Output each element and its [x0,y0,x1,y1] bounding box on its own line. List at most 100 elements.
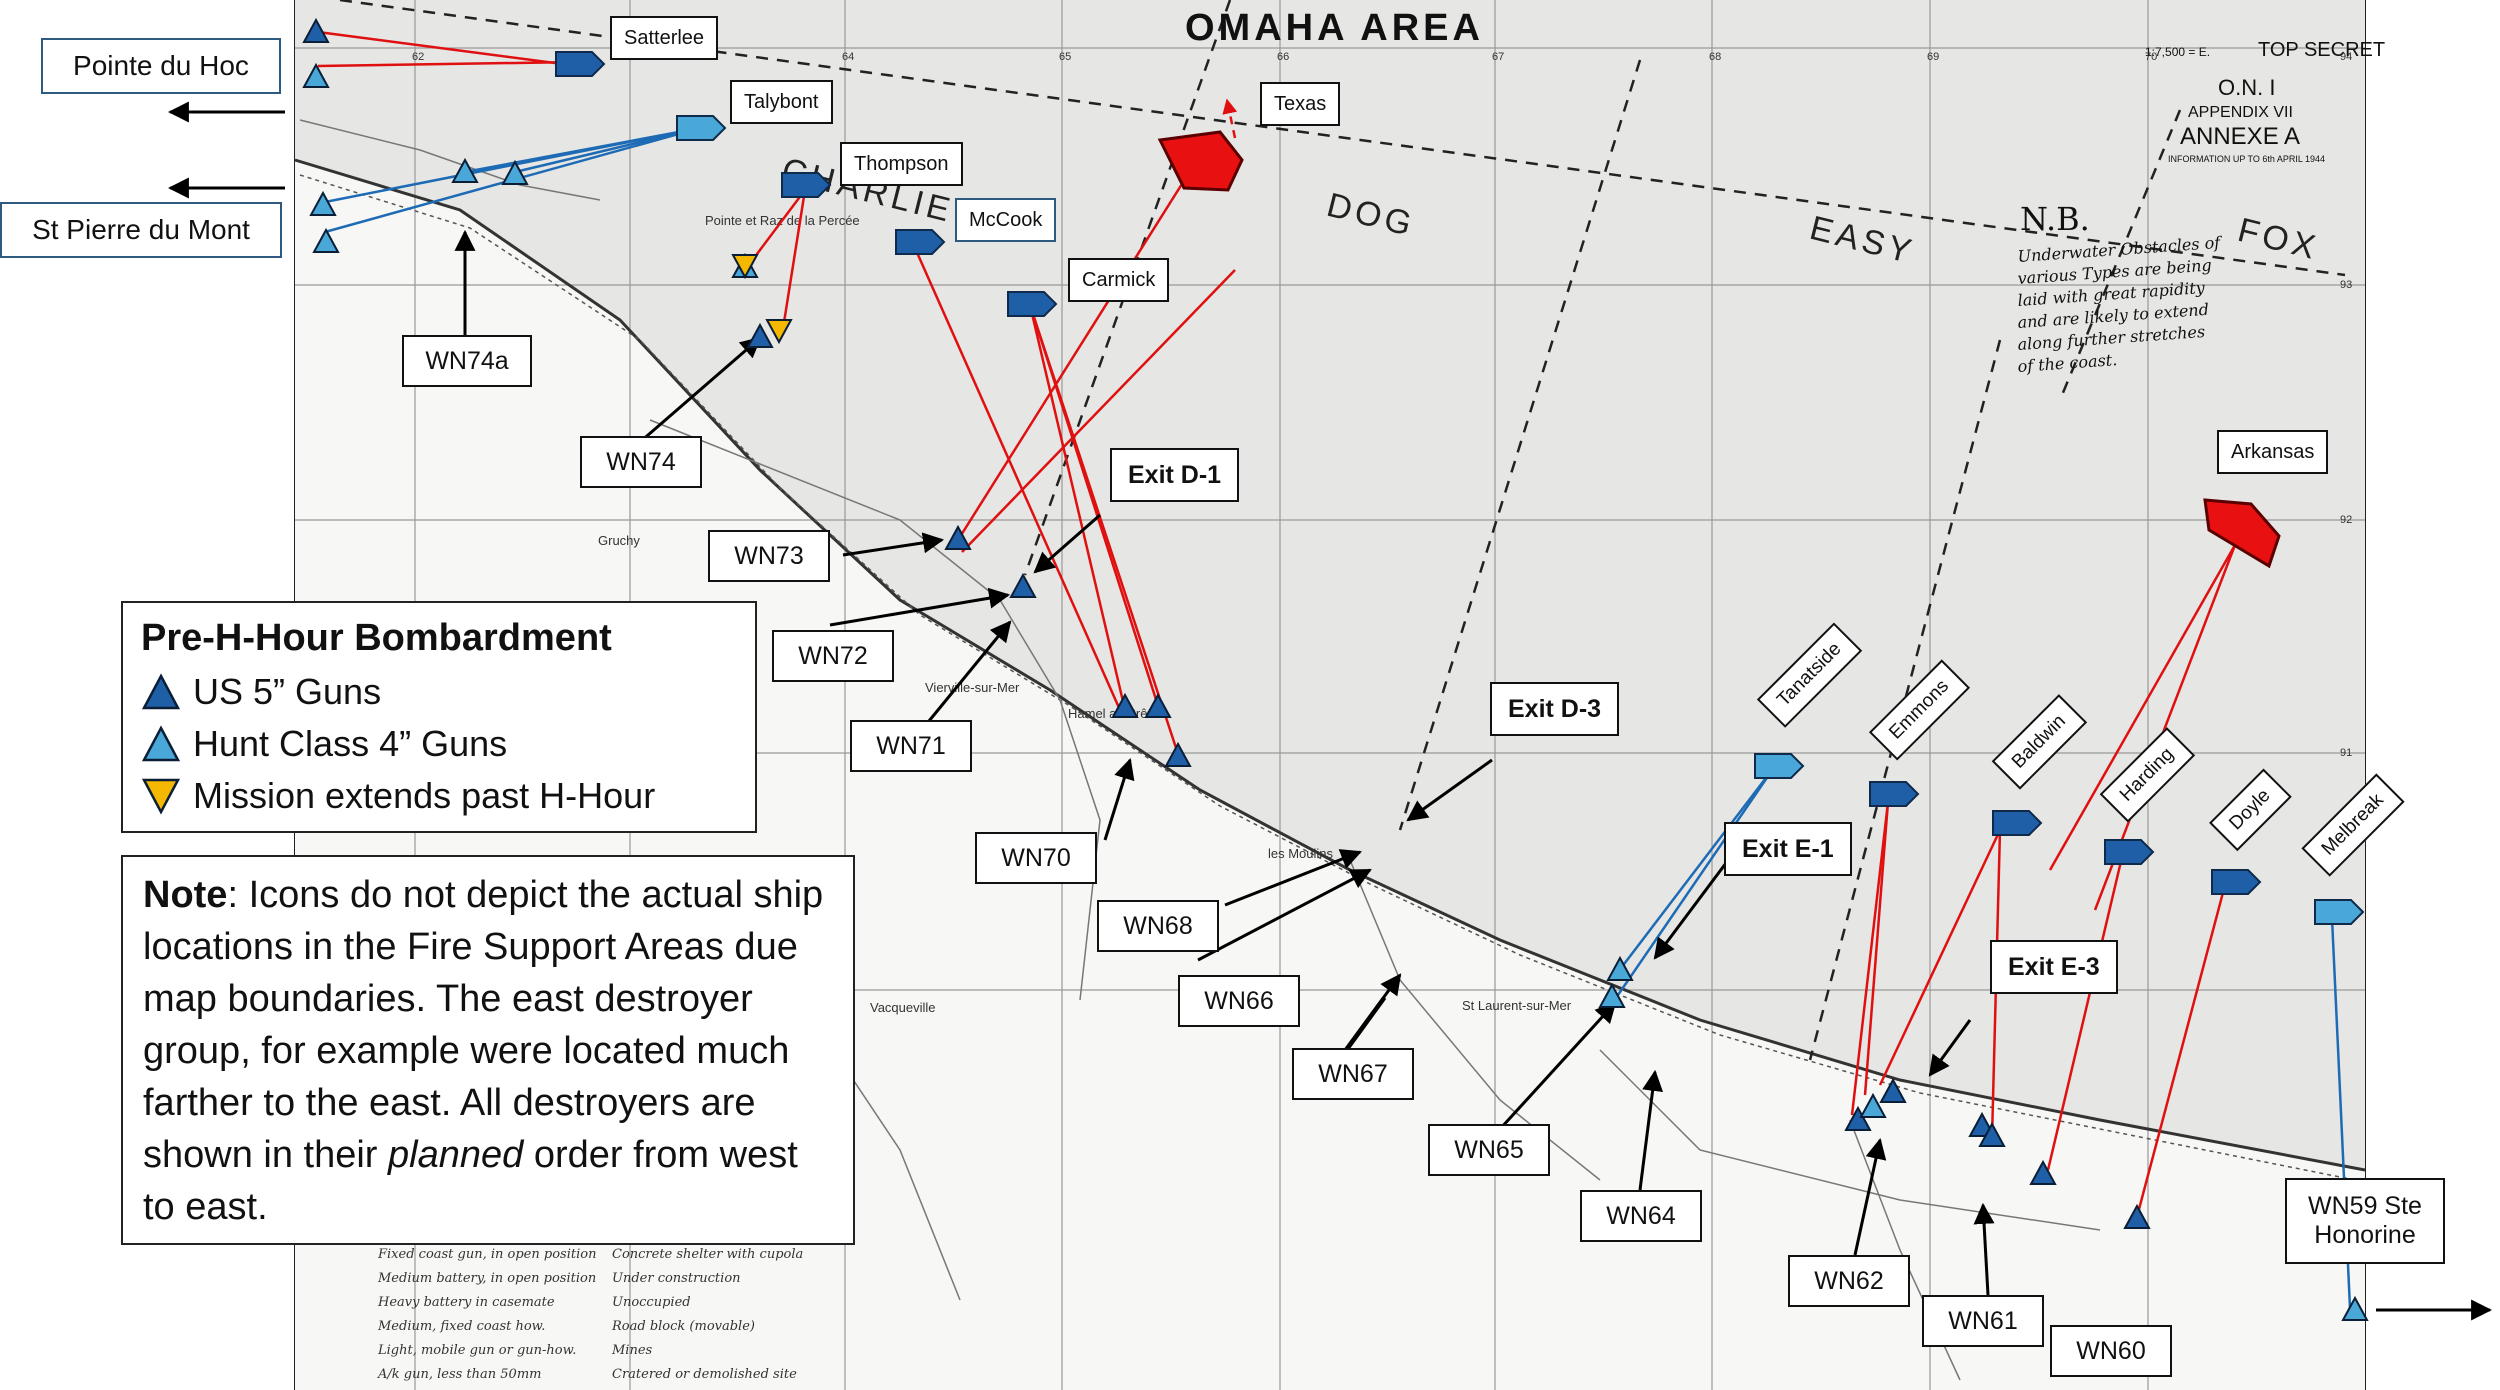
pointer-arrows [167,101,2493,1321]
target-wn71-1 [1111,692,1139,718]
note-text-1: : Icons do not depict the actual ship lo… [143,874,824,1176]
target-wn74a-2 [501,159,529,185]
map-legend-key: Fixed coast gun, in open position Concre… [377,1247,803,1382]
appendix-line1: O.N. I [2218,75,2275,100]
svg-text:Unoccupied: Unoccupied [612,1295,691,1310]
label-wn71: WN71 [850,720,972,772]
svg-text:91: 91 [2340,747,2352,759]
sea-area [295,0,2365,1170]
ship-arkansas-icon [2203,498,2281,569]
ship-baldwin-icon [1992,810,2043,836]
target-wn74-2 [746,322,774,348]
svg-text:70: 70 [2145,51,2157,63]
label-ship-carmick: Carmick [1068,258,1170,302]
ship-tanatside-icon [1754,753,1805,779]
label-wn59-line2: Honorine [2314,1221,2416,1249]
target-st-pierre-1 [309,190,337,216]
label-wn72: WN72 [772,630,894,682]
classification: TOP SECRET [2258,39,2385,61]
ship-harding-icon [2104,839,2155,865]
us-guns-triangle-icon [141,673,181,710]
note-text-2: order from west to east. [143,1134,798,1228]
label-exit-e1: Exit E-1 [1724,822,1852,876]
target-wn70 [1164,741,1192,767]
target-past-h-hour-2 [765,319,793,345]
label-wn67: WN67 [1292,1048,1414,1100]
svg-text:Under construction: Under construction [612,1271,741,1286]
ship-emmons-icon [1869,781,1920,807]
svg-text:93: 93 [2340,279,2352,291]
legend-title: Pre-H-Hour Bombardment [141,617,612,659]
svg-text:66: 66 [1277,51,1289,63]
label-exit-d3: Exit D-3 [1490,682,1620,736]
label-ship-arkansas: Arkansas [2217,430,2329,474]
legend-label-hunt-guns: Hunt Class 4” Guns [193,723,508,764]
target-wn62-3 [1879,1077,1907,1103]
ship-satterlee-icon [555,51,606,77]
svg-text:les Moulins: les Moulins [1268,846,1334,861]
ship-icons [555,51,2365,925]
svg-text:62: 62 [412,51,424,63]
svg-text:65: 65 [1059,51,1071,63]
ship-melbreak-icon [2314,899,2365,925]
label-ship-texas: Texas [1260,82,1341,126]
label-wn59: WN59 Ste Honorine [2285,1178,2445,1264]
legend-item-hunt-guns: Hunt Class 4” Guns [141,718,737,770]
svg-text:68: 68 [1709,51,1721,63]
legend-item-past-h-hour: Mission extends past H-Hour [141,770,737,822]
label-ship-thompson: Thompson [840,142,963,186]
label-wn74a: WN74a [402,335,532,387]
label-exit-e3: Exit E-3 [1990,940,2118,994]
label-wn61: WN61 [1922,1295,2044,1347]
svg-text:A/k gun, less than 50mm: A/k gun, less than 50mm [377,1367,541,1382]
note-box: Note: Icons do not depict the actual shi… [121,855,855,1245]
shingle-line [299,174,2366,1183]
label-wn68: WN68 [1097,900,1219,952]
target-wn62-2 [1859,1092,1887,1118]
svg-text:Heavy battery in casemate: Heavy battery in casemate [377,1295,555,1310]
ship-thompson-icon [781,172,832,198]
label-wn66: WN66 [1178,975,1300,1027]
grid-numbers: 62 64 65 66 67 68 69 70 94 93 92 91 [412,51,2352,759]
ship-mccook-icon [895,229,946,255]
appendix-line3: ANNEXE A [2180,123,2300,150]
legend-item-us-guns: US 5” Guns [141,666,737,718]
hunt-guns-triangle-icon [141,725,181,762]
appendix-line4: INFORMATION UP TO 6th APRIL 1944 [2168,154,2325,164]
past-h-hour-triangle-icon [141,778,181,815]
target-wn73 [944,524,972,550]
map-title: OMAHA AREA [1185,7,1484,49]
ship-texas-icon [1157,130,1244,192]
target-wn61-2 [1978,1121,2006,1147]
label-pointe-du-hoc: Pointe du Hoc [41,38,281,94]
scale-text: 1:7,500 = E. [2145,45,2210,59]
svg-text:St Laurent-sur-Mer: St Laurent-sur-Mer [1462,998,1572,1013]
target-wn72 [1009,572,1037,598]
label-wn73: WN73 [708,530,830,582]
label-st-pierre-du-mont: St Pierre du Mont [0,202,282,258]
target-pointe-du-hoc-1 [302,17,330,43]
svg-text:Concrete shelter with cupola: Concrete shelter with cupola [612,1247,803,1262]
svg-text:Vacqueville: Vacqueville [870,1000,936,1015]
svg-text:69: 69 [1927,51,1939,63]
svg-text:94: 94 [2340,51,2352,63]
svg-text:Light, mobile gun or gun-how.: Light, mobile gun or gun-how. [377,1343,576,1358]
svg-text:67: 67 [1492,51,1504,63]
target-wn60-2 [2123,1203,2151,1229]
ship-carmick-icon [1007,291,1058,317]
label-ship-satterlee: Satterlee [610,16,719,60]
target-wn60-1 [2029,1159,2057,1185]
svg-text:Vierville-sur-Mer: Vierville-sur-Mer [925,680,1020,695]
label-ship-talybont: Talybont [730,80,833,124]
svg-text:92: 92 [2340,514,2352,526]
target-wn65-1 [1606,955,1634,981]
label-wn59-line1: WN59 Ste [2308,1192,2422,1220]
target-past-h-hour-1 [731,254,759,280]
label-wn74: WN74 [580,436,702,488]
ship-doyle-icon [2211,869,2262,895]
label-wn65: WN65 [1428,1124,1550,1176]
note-emphasis: planned [388,1134,524,1176]
target-wn65-2 [1598,982,1626,1008]
legend-label-us-guns: US 5” Guns [193,671,382,712]
svg-text:Gruchy: Gruchy [598,533,640,548]
